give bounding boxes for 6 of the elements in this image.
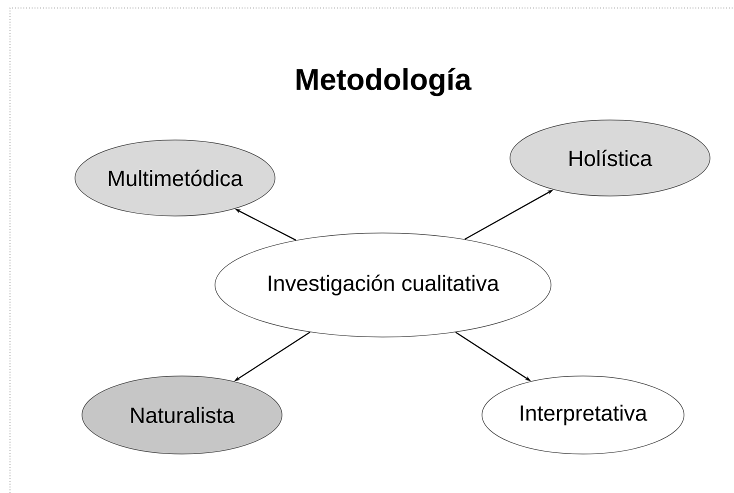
ellipse-node: Naturalista <box>82 376 282 454</box>
ellipse-node: Investigación cualitativa <box>214 232 552 338</box>
title: Metodología <box>296 68 472 96</box>
ellipse-node: Interpretativa <box>482 376 684 454</box>
ellipse-node: Multimetódica <box>74 140 276 216</box>
ellipse-node: Holística <box>510 120 710 196</box>
